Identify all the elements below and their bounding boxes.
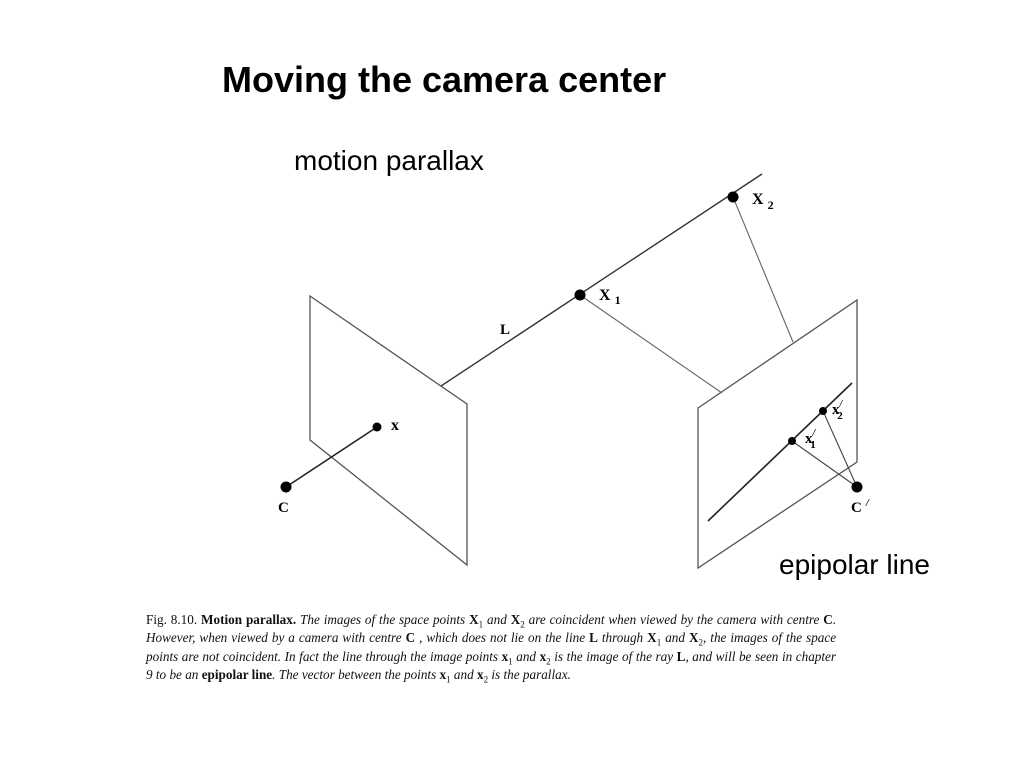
subtitle-motion-parallax: motion parallax: [294, 145, 484, 176]
left-image-plane: [309, 294, 468, 567]
ray-Cprime-to-x1prime: [791, 440, 858, 488]
caption-epipolar-line: epipolar line: [201, 667, 273, 683]
caption-fig-number: Fig. 8.10.: [146, 612, 198, 627]
caption-heading: Motion parallax.: [201, 612, 297, 627]
point-x1prime: [788, 437, 796, 445]
label-x: x: [391, 417, 399, 434]
label-C: C: [278, 500, 289, 516]
point-x: [372, 422, 382, 432]
point-x2prime: [819, 407, 827, 415]
label-x2prime: x/2: [832, 399, 844, 422]
label-Cprime: C/: [851, 497, 870, 516]
point-X1: [574, 289, 586, 301]
figure-caption: Fig. 8.10. Motion parallax. The images o…: [146, 612, 837, 685]
epipolar-line: [707, 382, 853, 522]
ray-Cprime-to-x2prime: [822, 410, 858, 488]
ray-C-to-x: [285, 426, 378, 488]
slide-title: Moving the camera center: [222, 59, 667, 100]
point-X2: [727, 191, 739, 203]
ray-X1-to-right-plane: [579, 294, 723, 394]
right-image-plane: [697, 298, 858, 570]
ray-X2-to-right-plane: [732, 196, 794, 343]
point-C: [280, 481, 292, 493]
label-x1prime: x/1: [805, 428, 817, 451]
label-L: L: [500, 322, 510, 338]
point-Cprime: [851, 481, 863, 493]
ray-L: [440, 173, 763, 387]
epipolar-line-annotation: epipolar line: [779, 549, 930, 580]
